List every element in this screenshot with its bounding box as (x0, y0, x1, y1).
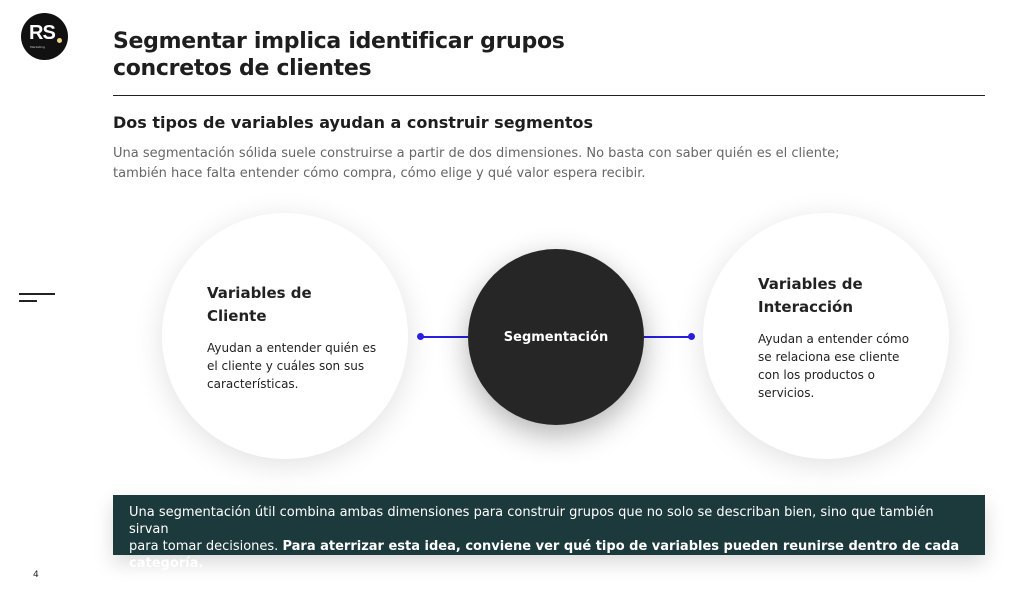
logo-text: RS (29, 22, 56, 44)
client-title-1: Variables de (207, 284, 312, 302)
interaction-title: Variables de Interacción (758, 273, 863, 319)
interaction-title-2: Interacción (758, 298, 854, 316)
callout-line-2: para tomar decisiones. Para aterrizar es… (129, 538, 969, 572)
interaction-text-3: con los productos o (758, 368, 876, 382)
page-number: 4 (33, 570, 39, 580)
section-description: Una segmentación sólida suele construirs… (113, 144, 873, 184)
client-title: Variables de Cliente (207, 282, 312, 328)
menu-icon-bar-2[interactable] (19, 300, 37, 302)
logo-dot (57, 38, 62, 43)
client-title-2: Cliente (207, 307, 267, 325)
client-text-1: Ayudan a entender quién es (207, 341, 377, 355)
segmentation-circle: Segmentación (468, 249, 644, 425)
client-variables-circle: Variables de Cliente Ayudan a entender q… (162, 213, 408, 459)
title-line-2: concretos de clientes (113, 56, 372, 81)
client-text-2: el cliente y cuáles son sus (207, 359, 365, 373)
logo: RS Marketing (21, 13, 68, 60)
interaction-variables-circle: Variables de Interacción Ayudan a entend… (703, 213, 949, 459)
interaction-text-4: servicios. (758, 386, 815, 400)
callout-bold: Para aterrizar esta idea, conviene ver q… (129, 539, 960, 571)
interaction-text-1: Ayudan a entender cómo (758, 332, 910, 346)
menu-icon-bar-1[interactable] (19, 293, 55, 295)
interaction-text: Ayudan a entender cómo se relaciona ese … (758, 330, 909, 402)
desc-line-2: también hace falta entender cómo compra,… (113, 166, 646, 181)
section-subtitle: Dos tipos de variables ayudan a construi… (113, 113, 594, 132)
divider (113, 95, 985, 96)
callout-line-1: Una segmentación útil combina ambas dime… (129, 505, 934, 537)
client-text-3: características. (207, 377, 299, 391)
title-line-1: Segmentar implica identificar grupos (113, 29, 565, 54)
client-text: Ayudan a entender quién es el cliente y … (207, 339, 376, 393)
interaction-title-1: Variables de (758, 275, 863, 293)
connector-left-dot (417, 333, 424, 340)
logo-sub: Marketing (30, 45, 45, 49)
connector-right (644, 336, 691, 338)
callout-box: Una segmentación útil combina ambas dime… (113, 495, 985, 571)
callout-plain: para tomar decisiones. (129, 539, 283, 554)
interaction-text-2: se relaciona ese cliente (758, 350, 900, 364)
segmentation-label: Segmentación (503, 329, 609, 345)
connector-left (420, 336, 468, 338)
desc-line-1: Una segmentación sólida suele construirs… (113, 146, 840, 161)
page-title: Segmentar implica identificar grupos con… (113, 28, 565, 82)
connector-right-dot (688, 333, 695, 340)
